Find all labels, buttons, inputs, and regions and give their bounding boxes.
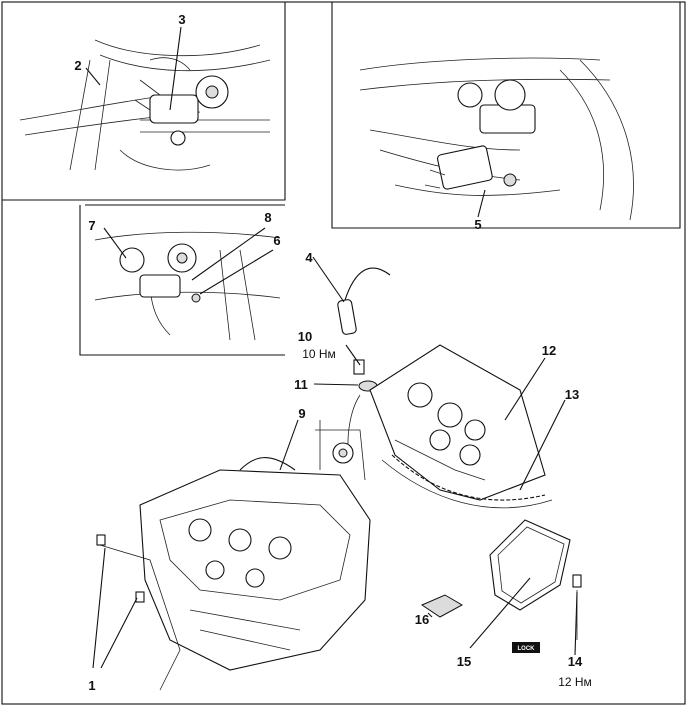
callout-3: 3	[178, 12, 185, 27]
callout-13: 13	[565, 387, 579, 402]
bolt-and-washer	[347, 359, 378, 461]
callout-12: 12	[542, 343, 556, 358]
gasket-plate	[420, 519, 571, 618]
callout-7: 7	[88, 218, 95, 233]
callout-10: 10	[298, 329, 312, 344]
callout-11: 11	[294, 377, 308, 392]
torque-10: 10 Нм	[302, 347, 336, 361]
callout-8: 8	[264, 210, 271, 225]
torque-14: 12 Нм	[558, 675, 592, 689]
callout-4: 4	[305, 250, 313, 265]
callout-9: 9	[298, 406, 305, 421]
hose-fitting	[337, 267, 391, 335]
head-cover	[369, 344, 553, 509]
callout-16: 16	[415, 612, 429, 627]
leader-lines	[85, 26, 578, 669]
callouts: 1 2 3 4 5 6 7 8 9 10 10 Нм 11 12 13 14 1…	[74, 12, 591, 693]
callout-2: 2	[74, 58, 81, 73]
lock-tag-label: LOCK	[518, 646, 536, 652]
callout-6: 6	[273, 233, 280, 248]
inset-middle-left	[79, 204, 285, 356]
callout-14: 14	[568, 654, 583, 669]
inset-top-right	[331, 2, 681, 229]
callout-1: 1	[88, 678, 95, 693]
callout-5: 5	[474, 217, 481, 232]
callout-15: 15	[457, 654, 471, 669]
engine-block	[96, 420, 371, 691]
lock-tag	[512, 642, 540, 653]
inset-top-left	[2, 2, 286, 201]
